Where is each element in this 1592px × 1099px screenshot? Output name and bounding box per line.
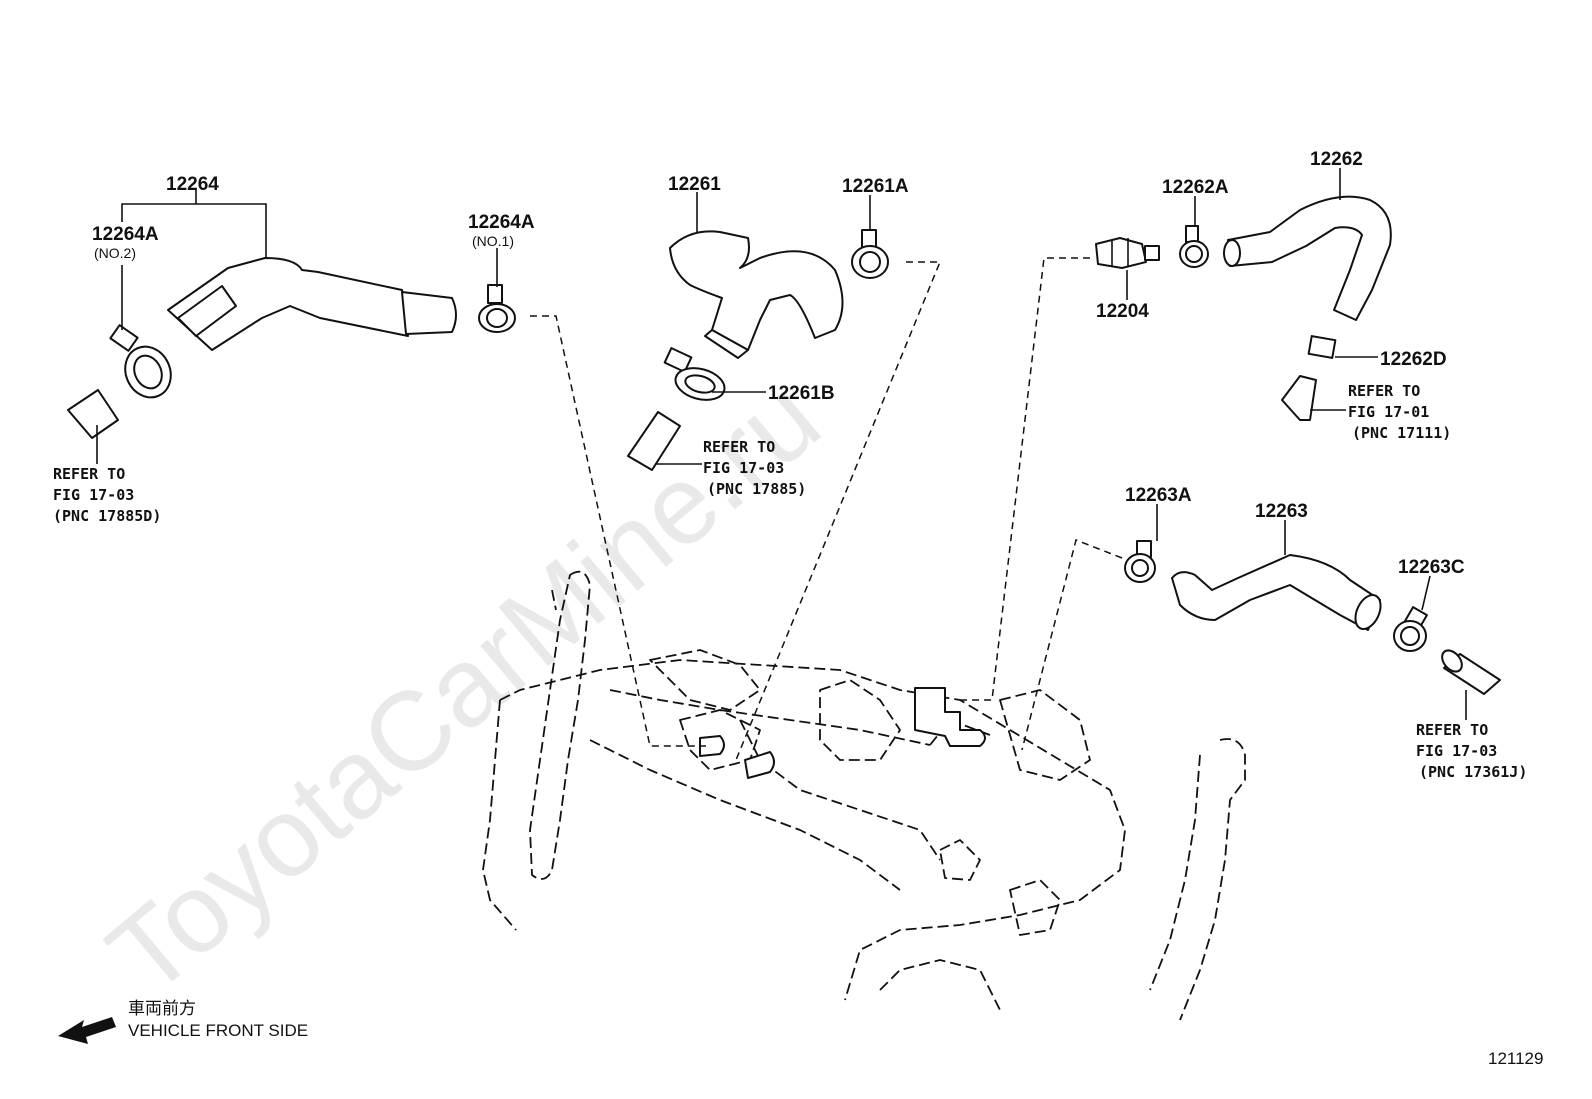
ref-middle-line2: FIG 17-03 [703,459,784,477]
part-labels: 12264 12264A (NO.2) 12264A (NO.1) 12261 … [92,149,1465,578]
ref-middle-line1: REFER TO [703,438,775,456]
pipe-end-middle [627,411,681,471]
leader-lines [96,168,1467,720]
engine-assembly [482,570,1246,1021]
figure-id: 121129 [1488,1049,1543,1068]
reference-lower-right: REFER TO FIG 17-03 (PNC 17361J) [1416,721,1527,781]
hose-12262 [1223,195,1392,321]
label-12261A: 12261A [842,176,909,197]
clamp-12264A-no1 [478,284,516,333]
label-12261B: 12261B [768,383,835,404]
reference-left: REFER TO FIG 17-03 (PNC 17885D) [53,465,161,525]
ref-upper-right-line2: FIG 17-01 [1348,403,1429,421]
connection-lines [530,257,1123,761]
pipe-end-left [67,389,119,439]
ref-middle-line3: (PNC 17885) [707,480,806,498]
ref-lower-right-line3: (PNC 17361J) [1419,763,1527,781]
ref-left-line2: FIG 17-03 [53,486,134,504]
label-12204: 12204 [1096,301,1149,322]
sensor-12204 [1095,237,1160,269]
label-12263A: 12263A [1125,485,1192,506]
clamp-12261B [663,347,726,401]
fitting-12262D [1307,335,1337,359]
clamp-12264A-no2 [109,324,172,399]
label-12264A-no1-sub: (NO.1) [472,233,514,249]
ref-left-line1: REFER TO [53,465,125,483]
label-12262: 12262 [1310,149,1363,170]
clamp-12263C [1393,606,1428,652]
ref-left-line3: (PNC 17885D) [53,507,161,525]
clamp-12261A [851,229,889,279]
clamp-12262A [1179,225,1209,268]
label-12264A-no1: 12264A [468,212,535,233]
label-12264A-no2-sub: (NO.2) [94,245,136,261]
label-12263: 12263 [1255,501,1308,522]
direction-en: VEHICLE FRONT SIDE [128,1021,308,1040]
ref-upper-right-line1: REFER TO [1348,382,1420,400]
front-arrow-icon [58,1017,116,1044]
direction-jp: 車両前方 [128,999,196,1018]
label-12262D: 12262D [1380,349,1447,370]
reference-upper-right: REFER TO FIG 17-01 (PNC 17111) [1348,382,1451,442]
ref-upper-right-line3: (PNC 17111) [1352,424,1451,442]
label-12264: 12264 [166,174,219,195]
pipe-end-lower-right [1441,649,1501,695]
label-12263C: 12263C [1398,557,1465,578]
vehicle-front-indicator: 車両前方 VEHICLE FRONT SIDE [58,999,308,1044]
label-12262A: 12262A [1162,177,1229,198]
engine-fittings [699,687,986,779]
ref-lower-right-line1: REFER TO [1416,721,1488,739]
pipe-end-upper-right [1281,375,1317,421]
label-12261: 12261 [668,174,721,195]
reference-middle: REFER TO FIG 17-03 (PNC 17885) [703,438,806,498]
clamp-12263A [1124,540,1156,583]
hose-12264 [167,257,457,351]
hose-12263 [1171,554,1382,631]
ref-lower-right-line2: FIG 17-03 [1416,742,1497,760]
label-12264A-no2: 12264A [92,224,159,245]
hose-12261 [669,230,844,359]
